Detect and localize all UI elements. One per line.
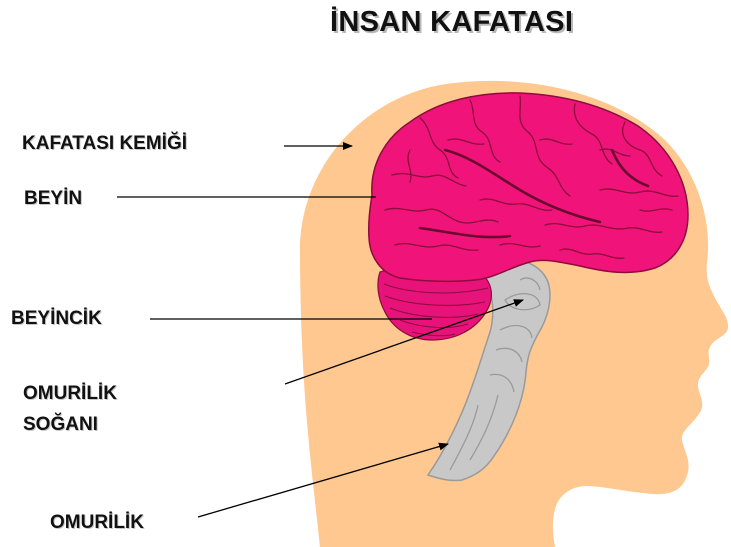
label-medulla-line2: SOĞANI — [23, 409, 117, 440]
label-skull-bone: KAFATASI KEMİĞİ — [22, 129, 187, 159]
label-cerebellum: BEYİNCİK — [11, 304, 102, 334]
label-spinal-cord: OMURİLİK — [50, 508, 144, 538]
label-medulla: OMURİLİK SOĞANI — [23, 378, 117, 440]
label-brain: BEYİN — [24, 184, 82, 214]
label-medulla-line1: OMURİLİK — [23, 378, 117, 409]
